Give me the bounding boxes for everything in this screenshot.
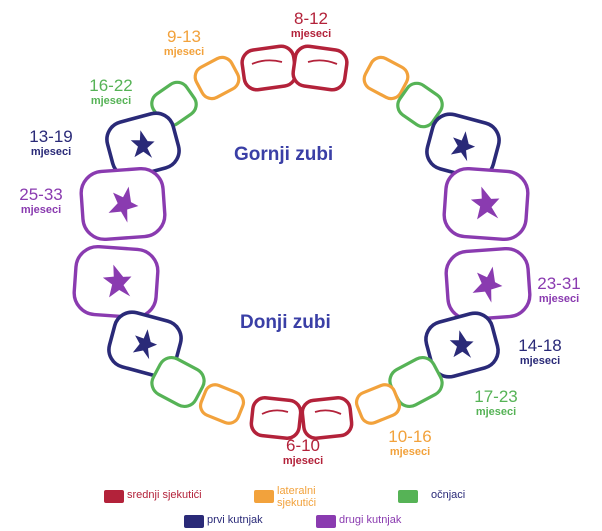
molar-cusp-mark [450, 131, 476, 162]
label-lower-first-molar: 14-18 mjeseci [500, 337, 580, 367]
upper-right-lateral-incisor [362, 55, 410, 101]
age: 17-23 [474, 387, 518, 406]
molar-cusp-mark [132, 329, 158, 360]
unit: mjeseci [519, 354, 561, 367]
legend-swatch [104, 490, 124, 503]
molar-cusp-mark [108, 186, 139, 223]
upper-right-canine [396, 81, 444, 129]
label-lower-lateral: 10-16 mjeseci [374, 428, 446, 458]
legend-label: drugi kutnjak [339, 514, 402, 526]
unit: mjeseci [389, 445, 431, 458]
label-upper-first-molar: 13-19 mjeseci [16, 128, 86, 158]
legend-swatch [184, 515, 204, 528]
label-lower-second-molar: 23-31 mjeseci [524, 275, 594, 305]
legend-label: lateralni sjekutići [277, 485, 317, 509]
lower-left-lateral-incisor [198, 383, 246, 425]
legend-swatch [398, 490, 418, 503]
legend-label: očnjaci [431, 489, 466, 501]
molar-cusp-mark [449, 330, 474, 358]
label-lower-central: 6-10 mjeseci [266, 437, 340, 467]
age: 9-13 [166, 27, 202, 46]
molar-cusp-mark [102, 264, 132, 298]
molar-cusp-mark [472, 266, 503, 303]
legend-label: prvi kutnjak [207, 514, 263, 526]
upper-jaw-title: Gornji zubi [234, 144, 334, 165]
legend-label: srednji sjekutići [127, 489, 202, 501]
age: 23-31 [537, 274, 581, 293]
incisor-ridge-mark [261, 409, 289, 415]
legend-central-incisors: srednji sjekutići [104, 489, 202, 503]
age: 13-19 [29, 127, 73, 146]
lower-jaw-title: Donji zubi [240, 312, 331, 333]
upper-left-lateral-incisor [193, 55, 241, 101]
unit: mjeseci [475, 405, 517, 418]
lower-right-central-incisor [300, 396, 354, 440]
legend-swatch [316, 515, 336, 528]
unit: mjeseci [290, 27, 332, 40]
unit: mjeseci [20, 203, 62, 216]
legend-lateral-incisors: lateralni sjekutići [254, 485, 331, 509]
age: 25-33 [19, 185, 63, 204]
upper-left-central-incisor [240, 44, 298, 92]
unit: mjeseci [282, 454, 324, 467]
age: 8-12 [293, 9, 329, 28]
label-upper-second-molar: 25-33 mjeseci [6, 186, 76, 216]
age: 16-22 [89, 76, 133, 95]
legend-second-molar: drugi kutnjak [316, 514, 402, 528]
legend-canines: očnjaci [398, 489, 466, 503]
label-upper-central: 8-12 mjeseci [272, 10, 350, 40]
unit: mjeseci [163, 45, 205, 58]
incisor-ridge-mark [307, 59, 338, 65]
lower-left-canine [150, 355, 206, 409]
incisor-ridge-mark [251, 59, 283, 65]
unit: mjeseci [538, 292, 580, 305]
age: 6-10 [285, 436, 321, 455]
lower-left-central-incisor [249, 396, 303, 440]
label-upper-canine: 16-22 mjeseci [76, 77, 146, 107]
label-lower-canine: 17-23 mjeseci [456, 388, 536, 418]
incisor-ridge-mark [314, 409, 342, 415]
legend-swatch [254, 490, 274, 503]
label-upper-lateral: 9-13 mjeseci [150, 28, 218, 58]
molar-cusp-mark [470, 186, 500, 220]
molar-cusp-mark [130, 130, 155, 158]
upper-right-central-incisor [291, 44, 349, 92]
lower-right-lateral-incisor [354, 383, 402, 425]
unit: mjeseci [90, 94, 132, 107]
age: 10-16 [388, 427, 432, 446]
age: 14-18 [518, 336, 562, 355]
legend-first-molar: prvi kutnjak [184, 514, 263, 528]
unit: mjeseci [30, 145, 72, 158]
